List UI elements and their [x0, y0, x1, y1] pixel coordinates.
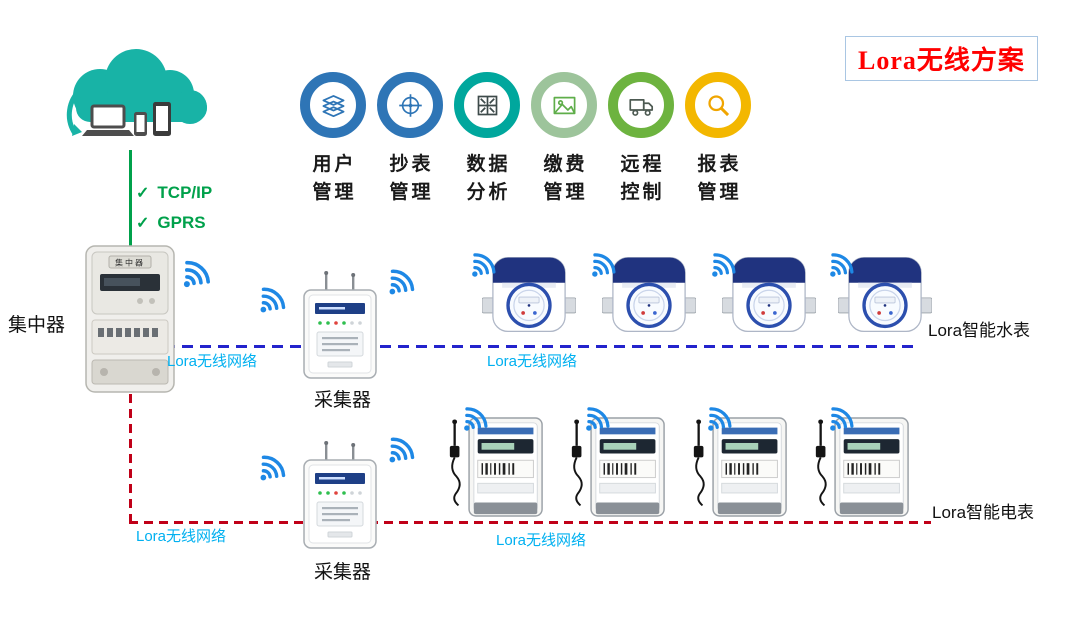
check-icon: ✓ — [136, 185, 150, 202]
wifi-icon — [376, 257, 427, 308]
feature-ring — [300, 72, 366, 138]
concentrator-illustration: 集中器 — [85, 245, 175, 393]
collector-bottom-illustration — [298, 440, 382, 552]
feature-user-management: 用户管理 — [300, 72, 366, 206]
payment-icon — [551, 92, 578, 119]
magnifier-icon — [705, 92, 732, 119]
check-icon: ✓ — [136, 215, 150, 232]
feature-report: 报表管理 — [685, 72, 751, 206]
wifi-icon — [376, 425, 427, 476]
feature-label: 报表管理 — [697, 154, 742, 203]
collector-bottom-label: 采集器 — [314, 562, 372, 583]
layers-icon — [320, 92, 347, 119]
truck-icon — [628, 92, 655, 119]
feature-ring — [454, 72, 520, 138]
feature-label: 用户管理 — [312, 154, 357, 203]
feature-label: 缴费管理 — [543, 154, 588, 203]
data-grid-icon — [474, 92, 501, 119]
feature-ring — [377, 72, 443, 138]
cloud-link-line — [129, 150, 132, 246]
lora-network-label: Lora无线网络 — [496, 532, 587, 549]
lora-network-label: Lora无线网络 — [136, 528, 227, 545]
wifi-icon — [247, 275, 298, 326]
electric-meter-illustration — [812, 416, 910, 518]
meter-dial-icon — [397, 92, 424, 119]
electric-meter-row-label: Lora智能电表 — [932, 503, 1035, 522]
feature-payment: 缴费管理 — [531, 72, 597, 206]
sync-arrow-icon — [66, 87, 83, 135]
feature-label: 远程控制 — [620, 154, 665, 203]
lora-network-line-red-vertical — [129, 394, 132, 524]
collector-top-illustration — [298, 270, 382, 382]
feature-label: 数据分析 — [466, 154, 511, 203]
feature-ring — [685, 72, 751, 138]
feature-meter-reading: 抄表管理 — [377, 72, 443, 206]
water-meter-row-label: Lora智能水表 — [928, 321, 1031, 340]
feature-ring — [531, 72, 597, 138]
lora-network-line-red-horizontal — [129, 521, 931, 524]
client-devices-icon — [82, 102, 171, 136]
wifi-icon — [169, 247, 223, 301]
electric-meter-illustration — [690, 416, 788, 518]
title-box: Lora无线方案 — [845, 36, 1038, 81]
electric-meter-illustration — [446, 416, 544, 518]
feature-label: 抄表管理 — [389, 154, 434, 203]
feature-data-analysis: 数据分析 — [454, 72, 520, 206]
feature-ring — [608, 72, 674, 138]
wifi-icon — [247, 443, 298, 494]
lora-network-label: Lora无线网络 — [167, 353, 258, 370]
page-title: Lora无线方案 — [858, 46, 1025, 75]
feature-row: 用户管理 抄表管理 数据分析 缴费管理 — [300, 72, 751, 206]
protocol-label: GPRS — [157, 213, 206, 232]
lora-network-label: Lora无线网络 — [487, 353, 578, 370]
protocol-item-gprs: ✓ GPRS — [136, 208, 212, 238]
concentrator-device-text: 集中器 — [115, 258, 145, 268]
cloud-server-illustration — [66, 49, 207, 136]
protocol-list: ✓ TCP/IP ✓ GPRS — [136, 178, 212, 238]
protocol-item-tcpip: ✓ TCP/IP — [136, 178, 212, 208]
feature-remote-control: 远程控制 — [608, 72, 674, 206]
electric-meter-illustration — [568, 416, 666, 518]
collector-top-label: 采集器 — [314, 390, 372, 411]
lora-network-line-blue — [128, 345, 916, 348]
protocol-label: TCP/IP — [157, 183, 213, 202]
concentrator-label: 集中器 — [8, 315, 66, 336]
